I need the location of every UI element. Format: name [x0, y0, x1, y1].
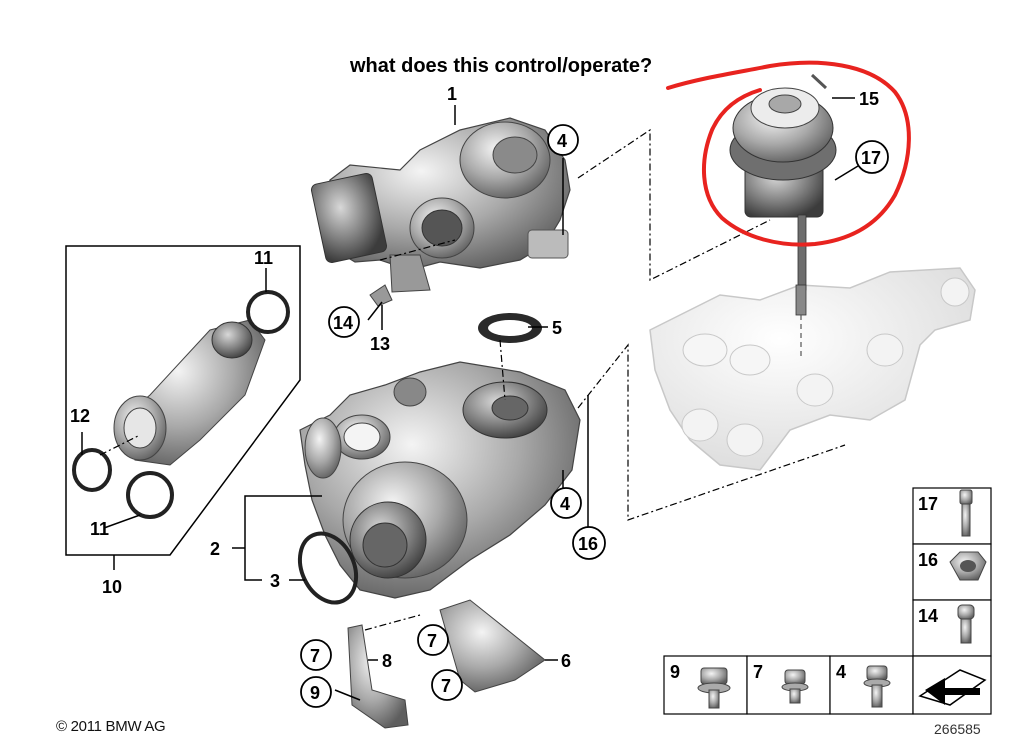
- diagram-number: 266585: [934, 721, 981, 737]
- callout-4b: 4: [560, 494, 570, 514]
- bolt-17-icon: [959, 489, 973, 537]
- callout-17-circled: 17: [855, 140, 889, 174]
- callout-4a: 4: [557, 131, 567, 151]
- bracket-8: [347, 624, 409, 729]
- legend-number-16: 16: [918, 550, 938, 570]
- callout-4-circled-mid: 4: [550, 487, 582, 519]
- exhaust-manifold: [649, 267, 976, 471]
- callout-11-bottom: 11: [90, 519, 109, 539]
- flange-bolt-4-icon: [863, 665, 891, 708]
- callout-6: 6: [561, 651, 571, 671]
- hardware-legend: 17 16 14 9 7 4: [663, 487, 992, 715]
- callout-11-top: 11: [254, 248, 273, 268]
- callout-1: 1: [447, 84, 457, 104]
- legend-number-17: 17: [918, 494, 938, 514]
- callout-12: 12: [70, 406, 90, 426]
- callout-8: 8: [382, 651, 392, 671]
- callout-3: 3: [270, 571, 280, 591]
- copyright-text: © 2011 BMW AG: [56, 718, 166, 735]
- leader-lines: [99, 128, 846, 631]
- callout-9-circled: 9: [300, 676, 332, 708]
- flange-bolt-7-icon: [781, 669, 809, 704]
- callout-16: 16: [578, 534, 598, 554]
- callout-7-circled-c: 7: [431, 669, 463, 701]
- stud-13: [369, 284, 393, 307]
- turbocharger-upper: [310, 117, 571, 293]
- flange-bolt-9-icon: [697, 667, 731, 709]
- callout-2: 2: [210, 539, 220, 559]
- seal-ring-3: [297, 531, 359, 605]
- callout-4-circled-top: 4: [547, 124, 579, 156]
- callout-14: 14: [333, 313, 353, 333]
- callout-15: 15: [859, 89, 879, 109]
- legend-number-9: 9: [670, 662, 680, 682]
- callout-14-circled: 14: [328, 306, 360, 338]
- callout-9: 9: [310, 683, 320, 703]
- callout-7c: 7: [441, 676, 451, 696]
- callout-labels: 1 4 5 11 12 11 10 2 3 14 13 4 16 7 8: [70, 84, 889, 708]
- legend-number-7: 7: [753, 662, 763, 682]
- callout-leaders: [81, 97, 859, 701]
- annotation-circle: [666, 60, 911, 247]
- callout-7-circled-a: 7: [300, 639, 332, 671]
- legend-number-14: 14: [918, 606, 938, 626]
- gasket-5: [478, 313, 542, 343]
- callout-17: 17: [861, 148, 881, 168]
- callout-13: 13: [370, 334, 390, 354]
- callout-7b: 7: [427, 631, 437, 651]
- wastegate-actuator: [729, 73, 837, 360]
- diagram-ref-arrow-icon: [918, 669, 987, 706]
- charge-pipe-inset: [65, 245, 301, 556]
- socket-screw-14-icon: [957, 604, 975, 644]
- callout-7a: 7: [310, 646, 320, 666]
- turbocharger-lower: [299, 361, 581, 599]
- hex-nut-16-icon: [949, 551, 987, 581]
- callout-16-circled: 16: [572, 526, 606, 560]
- annotation-question: what does this control/operate?: [350, 55, 653, 77]
- legend-number-4: 4: [836, 662, 846, 682]
- callout-10: 10: [102, 577, 122, 597]
- callout-5: 5: [552, 318, 562, 338]
- callout-7-circled-b: 7: [417, 624, 449, 656]
